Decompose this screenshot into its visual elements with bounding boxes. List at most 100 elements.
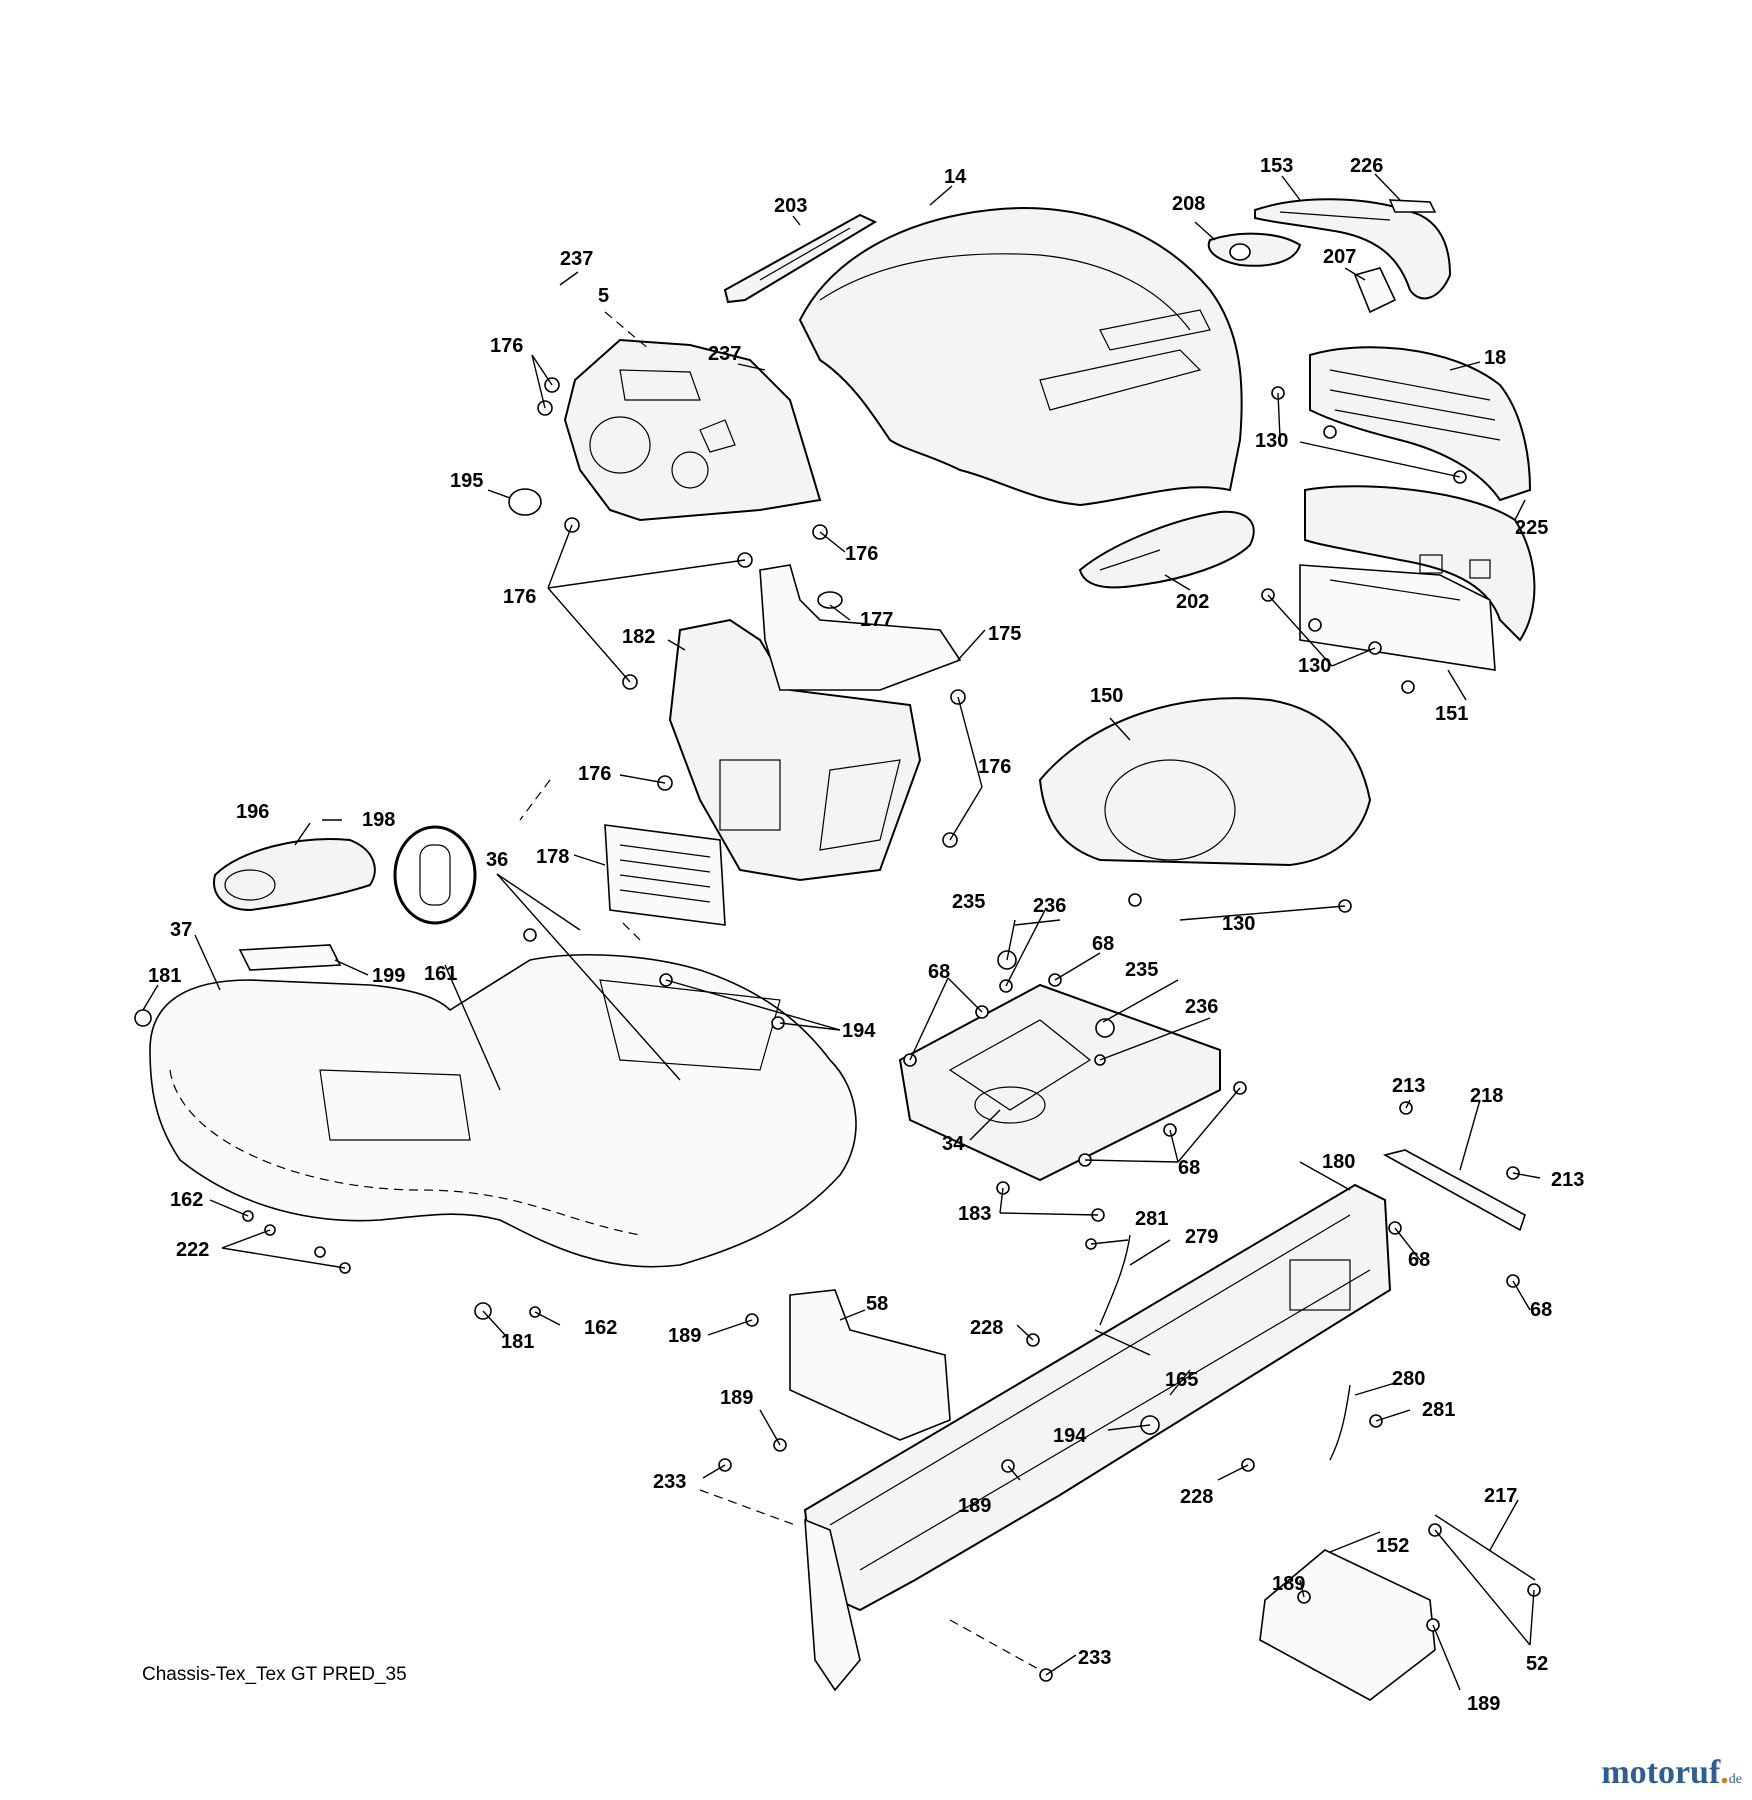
drawing-caption: Chassis-Tex_Tex GT PRED_35: [142, 1664, 407, 1685]
cover-part-196: [213, 838, 376, 912]
front-panel-part-182: [668, 618, 922, 882]
bracket-part-151: [1299, 564, 1496, 671]
callout-189-frame: 189: [958, 1495, 991, 1517]
callout-18: 18: [1484, 347, 1506, 369]
callout-222: 222: [176, 1239, 209, 1261]
grille-part-18: [1309, 346, 1532, 502]
callout-236-mid: 236: [1185, 996, 1218, 1018]
callout-233-left: 233: [653, 1471, 686, 1493]
trim-part-203: [723, 213, 878, 304]
callout-281-top: 281: [1135, 1208, 1168, 1230]
callout-14: 14: [944, 166, 967, 188]
callout-176-lower-left: 176: [578, 763, 611, 785]
watermark-dot: .: [1720, 1754, 1729, 1791]
callout-189-shield: 189: [1272, 1573, 1305, 1595]
callout-181-left: 181: [148, 965, 181, 987]
callout-228-lower: 228: [1180, 1486, 1213, 1508]
callout-68-top: 68: [1092, 933, 1114, 955]
callout-34: 34: [942, 1133, 965, 1155]
rod-part-279: [1099, 1234, 1131, 1326]
callout-237-top: 237: [560, 248, 593, 270]
callout-195: 195: [450, 470, 483, 492]
callout-208: 208: [1172, 193, 1205, 215]
headlight-part-202: [1078, 510, 1255, 589]
callout-labels: 14 203 153 226 208 207 237 5 176 237 18 …: [148, 155, 1584, 1715]
callout-218: 218: [1470, 1085, 1503, 1107]
bracket-part-218: [1382, 1149, 1526, 1232]
callout-281-right: 281: [1422, 1399, 1455, 1421]
bumper-part-225: [1304, 485, 1536, 642]
callout-176-mid: 176: [503, 586, 536, 608]
callout-189-upper: 189: [668, 1325, 701, 1347]
callout-5: 5: [598, 285, 609, 307]
callout-182: 182: [622, 626, 655, 648]
callout-162-left: 162: [170, 1189, 203, 1211]
callout-175: 175: [988, 623, 1021, 645]
shroud-part-150: [1038, 697, 1372, 867]
clip-part-226: [1388, 199, 1437, 213]
callout-237-right: 237: [708, 343, 741, 365]
detail-circle-part-161: [393, 825, 477, 925]
callout-202: 202: [1176, 591, 1209, 613]
callout-280: 280: [1392, 1368, 1425, 1390]
callout-189-mid: 189: [720, 1387, 753, 1409]
callout-225: 225: [1515, 517, 1548, 539]
watermark-logo: motoruf.de: [1601, 1754, 1742, 1792]
trim-part-153: [1254, 198, 1452, 300]
cap-part-195: [508, 488, 542, 516]
callout-37: 37: [170, 919, 192, 941]
knob-part-177: [817, 591, 843, 609]
callout-152: 152: [1376, 1535, 1409, 1557]
plate-part-199: [238, 944, 342, 971]
callout-68-right: 68: [1178, 1157, 1200, 1179]
callout-176-left: 176: [490, 335, 523, 357]
frame-part-180: [803, 1183, 1392, 1692]
callout-178: 178: [536, 846, 569, 868]
callout-52: 52: [1526, 1653, 1548, 1675]
callout-165: 165: [1165, 1369, 1198, 1391]
hood-part-14: [798, 207, 1243, 507]
dash-panel-part-5: [563, 338, 822, 522]
callout-181-bottom: 181: [501, 1331, 534, 1353]
callout-176-dash: 176: [845, 543, 878, 565]
callout-213-top: 213: [1392, 1075, 1425, 1097]
callout-150: 150: [1090, 685, 1123, 707]
callout-194-top: 194: [842, 1020, 876, 1042]
rod-part-280: [1329, 1384, 1351, 1461]
callout-207: 207: [1323, 246, 1356, 268]
lens-part-208: [1207, 232, 1302, 267]
callout-180: 180: [1322, 1151, 1355, 1173]
callout-151: 151: [1435, 703, 1468, 725]
callout-177: 177: [860, 609, 893, 631]
callout-183: 183: [958, 1203, 991, 1225]
callout-58: 58: [866, 1293, 888, 1315]
rod-part-217: [1434, 1514, 1536, 1581]
callout-203: 203: [774, 195, 807, 217]
dash-bracket-part-175: [759, 564, 962, 691]
callout-36: 36: [486, 849, 508, 871]
bracket-part-207: [1353, 267, 1397, 314]
bracket-part-58: [789, 1289, 951, 1441]
callout-236-top: 236: [1033, 895, 1066, 917]
watermark-text: motoruf: [1601, 1754, 1721, 1791]
leader-lines: [142, 173, 1541, 1691]
callout-213-right: 213: [1551, 1169, 1584, 1191]
callout-196: 196: [236, 801, 269, 823]
grille-part-178: [604, 824, 726, 926]
callout-226: 226: [1350, 155, 1383, 177]
callout-194-bottom: 194: [1053, 1425, 1087, 1447]
callout-217: 217: [1484, 1485, 1517, 1507]
callout-130-lower: 130: [1222, 913, 1255, 935]
callout-161: 161: [424, 963, 457, 985]
shield-part-152: [1259, 1549, 1436, 1701]
engine-plate-part-34: [898, 983, 1221, 1182]
callout-68-frame-right: 68: [1530, 1299, 1552, 1321]
callout-130-right: 130: [1298, 655, 1331, 677]
callout-279: 279: [1185, 1226, 1218, 1248]
callout-235-top: 235: [952, 891, 985, 913]
callout-68-left: 68: [928, 961, 950, 983]
callout-162-bottom: 162: [584, 1317, 617, 1339]
callout-198: 198: [362, 809, 395, 831]
